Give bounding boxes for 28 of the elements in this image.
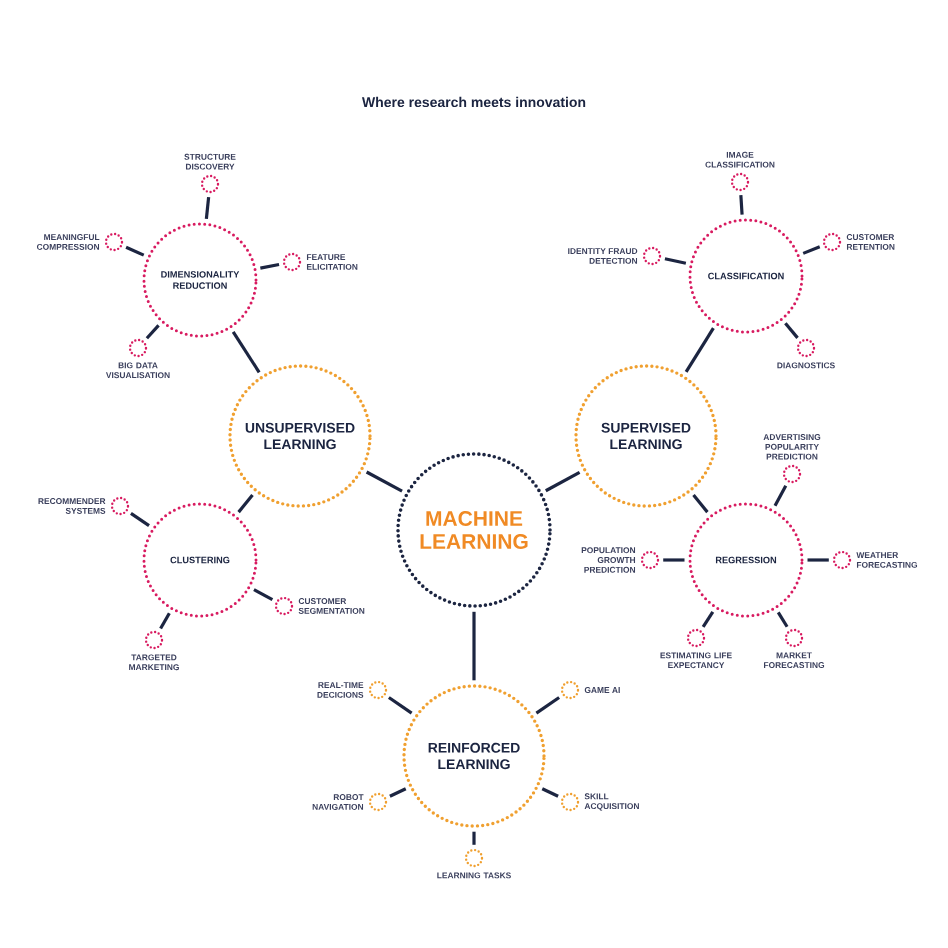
connector-line	[365, 470, 403, 493]
connector-line	[776, 611, 789, 628]
connector-line	[231, 330, 261, 374]
connector-line	[260, 262, 280, 270]
connector-line	[389, 787, 407, 798]
connector-line	[472, 831, 476, 845]
connector-line	[253, 588, 274, 602]
connector-line	[387, 696, 413, 715]
connector-line	[145, 324, 160, 340]
connector-line	[664, 257, 687, 265]
connector-line	[784, 322, 799, 339]
connector-line	[472, 611, 476, 681]
connector-line	[692, 493, 709, 514]
connector-line	[204, 196, 211, 219]
connector-line	[159, 612, 171, 630]
connector-line	[739, 195, 744, 215]
connector-line	[663, 558, 685, 562]
connector-line	[773, 484, 788, 507]
connector-line	[701, 610, 715, 628]
connector-line	[237, 493, 254, 514]
connector-line	[545, 470, 581, 493]
connector-line	[807, 558, 829, 562]
connector-line	[130, 512, 150, 527]
connector-line	[684, 327, 715, 373]
connector-line	[125, 245, 145, 257]
connector-line	[535, 696, 561, 715]
connector-line	[541, 787, 559, 798]
connector-line	[802, 245, 821, 255]
